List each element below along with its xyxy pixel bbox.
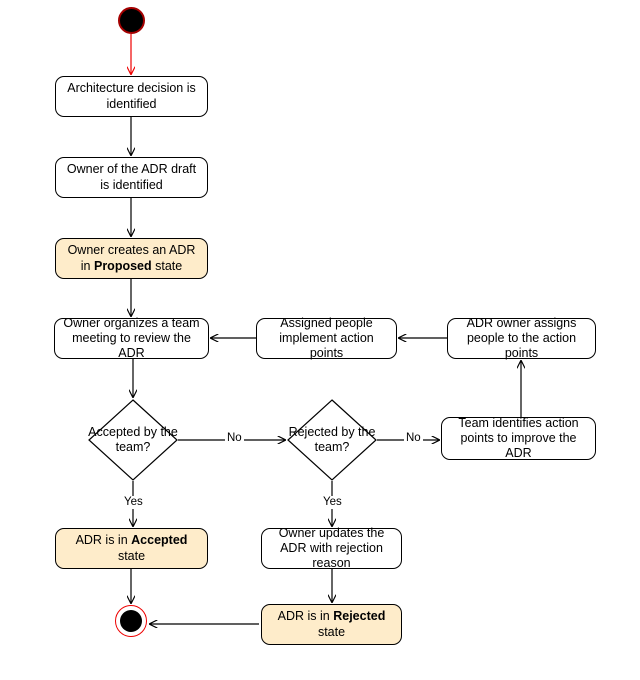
edge-label-no-accepted: No (225, 432, 244, 445)
action-owner-of-adr-draft-identified[interactable]: Owner of the ADR draft is identified (55, 157, 208, 198)
action-assigned-people-implement-action-points[interactable]: Assigned people implement action points (256, 315, 397, 361)
action-label: ADR is in Accepted state (75, 533, 188, 563)
action-owner-creates-adr-proposed[interactable]: Owner creates an ADR in Proposed state (55, 238, 208, 279)
action-label: Owner creates an ADR in Proposed state (67, 243, 196, 273)
action-owner-updates-adr-rejection-reason[interactable]: Owner updates the ADR with rejection rea… (261, 525, 402, 571)
action-label: ADR is in Rejected state (277, 609, 386, 639)
action-adr-is-in-accepted-state[interactable]: ADR is in Accepted state (55, 528, 208, 569)
start-node[interactable] (118, 7, 145, 34)
action-owner-organizes-team-meeting[interactable]: Owner organizes a team meeting to review… (54, 315, 209, 361)
action-team-identifies-action-points[interactable]: Team identifies action points to improve… (441, 415, 596, 461)
action-label: ADR owner assigns people to the action p… (466, 315, 577, 361)
action-adr-owner-assigns-people[interactable]: ADR owner assigns people to the action p… (447, 315, 596, 361)
diamond-shape (88, 399, 178, 481)
edge-label-no-rejected: No (404, 432, 423, 445)
decision-rejected-by-the-team[interactable]: Rejected by the team? (287, 399, 377, 481)
action-label: Assigned people implement action points (279, 315, 374, 361)
action-label: Owner of the ADR draft is identified (66, 162, 197, 192)
action-architecture-decision-identified[interactable]: Architecture decision is identified (55, 76, 208, 117)
action-label: Owner updates the ADR with rejection rea… (278, 525, 385, 571)
diamond-shape (287, 399, 377, 481)
edge-label-yes-rejected: Yes (321, 496, 344, 509)
action-adr-is-in-rejected-state[interactable]: ADR is in Rejected state (261, 604, 402, 645)
edge-label-yes-accepted: Yes (122, 496, 145, 509)
action-label: Team identifies action points to improve… (458, 415, 579, 461)
end-node[interactable] (115, 605, 147, 637)
action-label: Owner organizes a team meeting to review… (63, 315, 200, 361)
action-label: Architecture decision is identified (67, 81, 196, 111)
decision-accepted-by-the-team[interactable]: Accepted by the team? (88, 399, 178, 481)
end-node-core (120, 610, 142, 632)
